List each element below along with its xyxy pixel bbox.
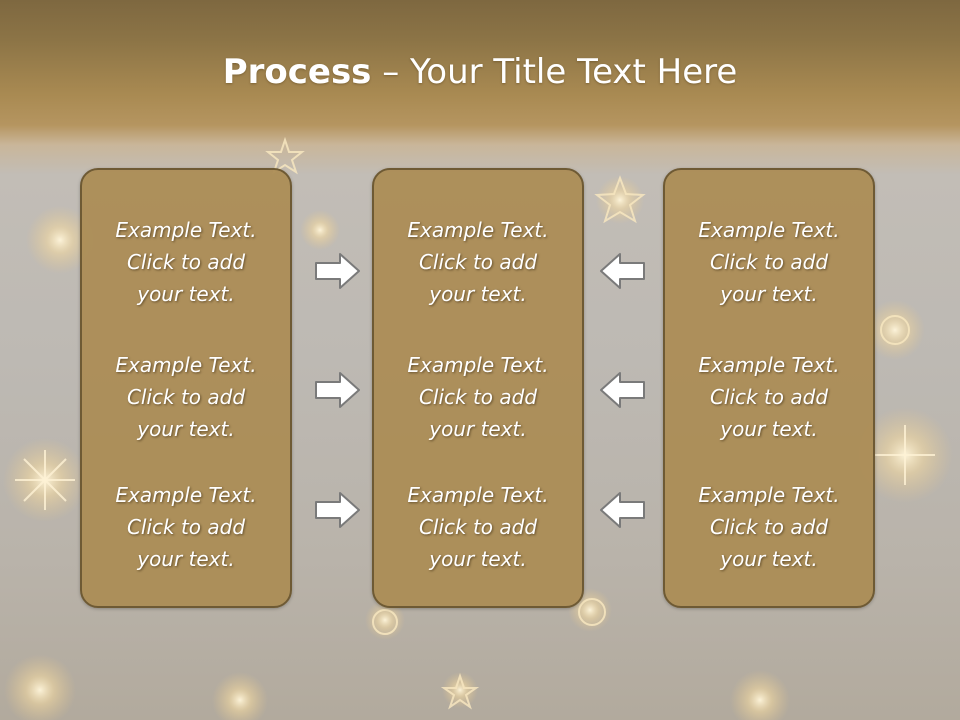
text-line: your text. bbox=[720, 417, 818, 441]
text-line: Click to add bbox=[126, 385, 246, 409]
arrow-right-icon[interactable] bbox=[314, 490, 362, 530]
text-line: Example Text. bbox=[698, 218, 840, 242]
text-placeholder[interactable]: Example Text. Click to add your text. bbox=[82, 214, 290, 310]
text-line: Example Text. bbox=[698, 353, 840, 377]
title-bold-text: Process bbox=[222, 52, 372, 92]
text-placeholder[interactable]: Example Text. Click to add your text. bbox=[374, 214, 582, 310]
text-line: your text. bbox=[429, 547, 527, 571]
text-line: Click to add bbox=[418, 385, 538, 409]
arrow-left-icon[interactable] bbox=[598, 370, 646, 410]
arrow-left-icon[interactable] bbox=[598, 251, 646, 291]
arrow-right-icon[interactable] bbox=[314, 251, 362, 291]
text-line: Click to add bbox=[126, 250, 246, 274]
text-line: your text. bbox=[720, 282, 818, 306]
text-placeholder[interactable]: Example Text. Click to add your text. bbox=[665, 349, 873, 445]
text-placeholder[interactable]: Example Text. Click to add your text. bbox=[82, 479, 290, 575]
text-line: Click to add bbox=[709, 385, 829, 409]
text-placeholder[interactable]: Example Text. Click to add your text. bbox=[665, 214, 873, 310]
text-placeholder[interactable]: Example Text. Click to add your text. bbox=[665, 479, 873, 575]
text-line: Example Text. bbox=[115, 483, 257, 507]
title-rest-text: – Your Title Text Here bbox=[371, 52, 738, 92]
text-line: your text. bbox=[429, 282, 527, 306]
process-box-middle[interactable]: Example Text. Click to add your text. Ex… bbox=[372, 168, 584, 608]
text-line: Click to add bbox=[418, 515, 538, 539]
arrow-left-icon[interactable] bbox=[598, 490, 646, 530]
text-line: Click to add bbox=[709, 515, 829, 539]
text-line: Click to add bbox=[126, 515, 246, 539]
process-box-right[interactable]: Example Text. Click to add your text. Ex… bbox=[663, 168, 875, 608]
text-line: your text. bbox=[720, 547, 818, 571]
text-line: Example Text. bbox=[407, 483, 549, 507]
text-line: Example Text. bbox=[115, 353, 257, 377]
text-line: Example Text. bbox=[407, 218, 549, 242]
process-box-left[interactable]: Example Text. Click to add your text. Ex… bbox=[80, 168, 292, 608]
text-line: Example Text. bbox=[115, 218, 257, 242]
text-line: Example Text. bbox=[407, 353, 549, 377]
text-placeholder[interactable]: Example Text. Click to add your text. bbox=[374, 479, 582, 575]
text-line: your text. bbox=[137, 417, 235, 441]
text-line: your text. bbox=[137, 282, 235, 306]
slide-title[interactable]: Process – Your Title Text Here bbox=[0, 52, 960, 92]
text-placeholder[interactable]: Example Text. Click to add your text. bbox=[374, 349, 582, 445]
arrow-right-icon[interactable] bbox=[314, 370, 362, 410]
text-placeholder[interactable]: Example Text. Click to add your text. bbox=[82, 349, 290, 445]
text-line: Click to add bbox=[709, 250, 829, 274]
text-line: your text. bbox=[137, 547, 235, 571]
text-line: your text. bbox=[429, 417, 527, 441]
text-line: Example Text. bbox=[698, 483, 840, 507]
text-line: Click to add bbox=[418, 250, 538, 274]
